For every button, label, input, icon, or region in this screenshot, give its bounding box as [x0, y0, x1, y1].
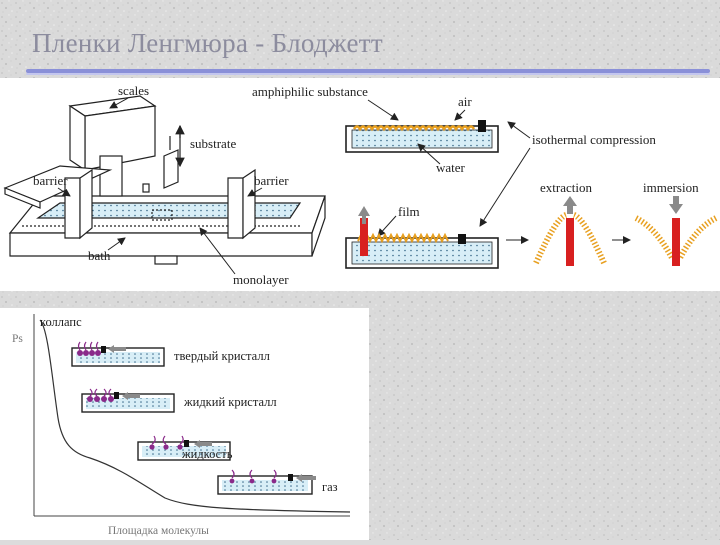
label-solid-crystal: твердый кристалл — [174, 349, 270, 363]
axis-x-label: Площадка молекулы — [108, 525, 209, 537]
trough-solid — [71, 341, 165, 367]
label-amphiphilic: amphiphilic substance — [252, 84, 368, 99]
label-liquid: жидкость — [181, 447, 233, 461]
label-isothermal: isothermal compression — [532, 132, 656, 147]
isotherm-panel: Ps Площадка молекулы коллапс твердый кри… — [0, 308, 369, 540]
label-barrier-left: barrier — [33, 173, 68, 188]
label-water: water — [436, 160, 466, 175]
immersion-figure — [634, 196, 718, 266]
label-monolayer: monolayer — [233, 272, 289, 287]
extraction-figure — [533, 196, 607, 266]
label-barrier-right: barrier — [254, 173, 289, 188]
isotherm-diagram: Ps Площадка молекулы коллапс твердый кри… — [12, 314, 351, 537]
trough-liquid-crystal — [81, 388, 175, 413]
label-extraction: extraction — [540, 180, 592, 195]
label-bath: bath — [88, 248, 111, 263]
trough-apparatus — [3, 95, 326, 265]
label-collapse: коллапс — [40, 315, 82, 329]
langmuir-diagram: scales substrate barrier barrier bath mo… — [3, 83, 718, 287]
label-film: film — [398, 204, 420, 219]
label-liquid-crystal: жидкий кристалл — [183, 395, 277, 409]
trough-gas — [217, 469, 316, 495]
top-figure-panel: scales substrate barrier barrier bath mo… — [0, 78, 720, 291]
trough-liquid — [137, 435, 231, 461]
title-underline — [26, 69, 710, 75]
isotherm-curve — [39, 319, 351, 513]
label-substrate: substrate — [190, 136, 236, 151]
label-gas: газ — [322, 480, 338, 494]
trough-film — [345, 206, 499, 269]
slide-title: Пленки Ленгмюра - Блоджетт — [32, 28, 383, 58]
label-scales: scales — [118, 83, 149, 98]
axis-y-label: Ps — [12, 333, 23, 345]
label-immersion: immersion — [643, 180, 699, 195]
label-air: air — [458, 94, 472, 109]
